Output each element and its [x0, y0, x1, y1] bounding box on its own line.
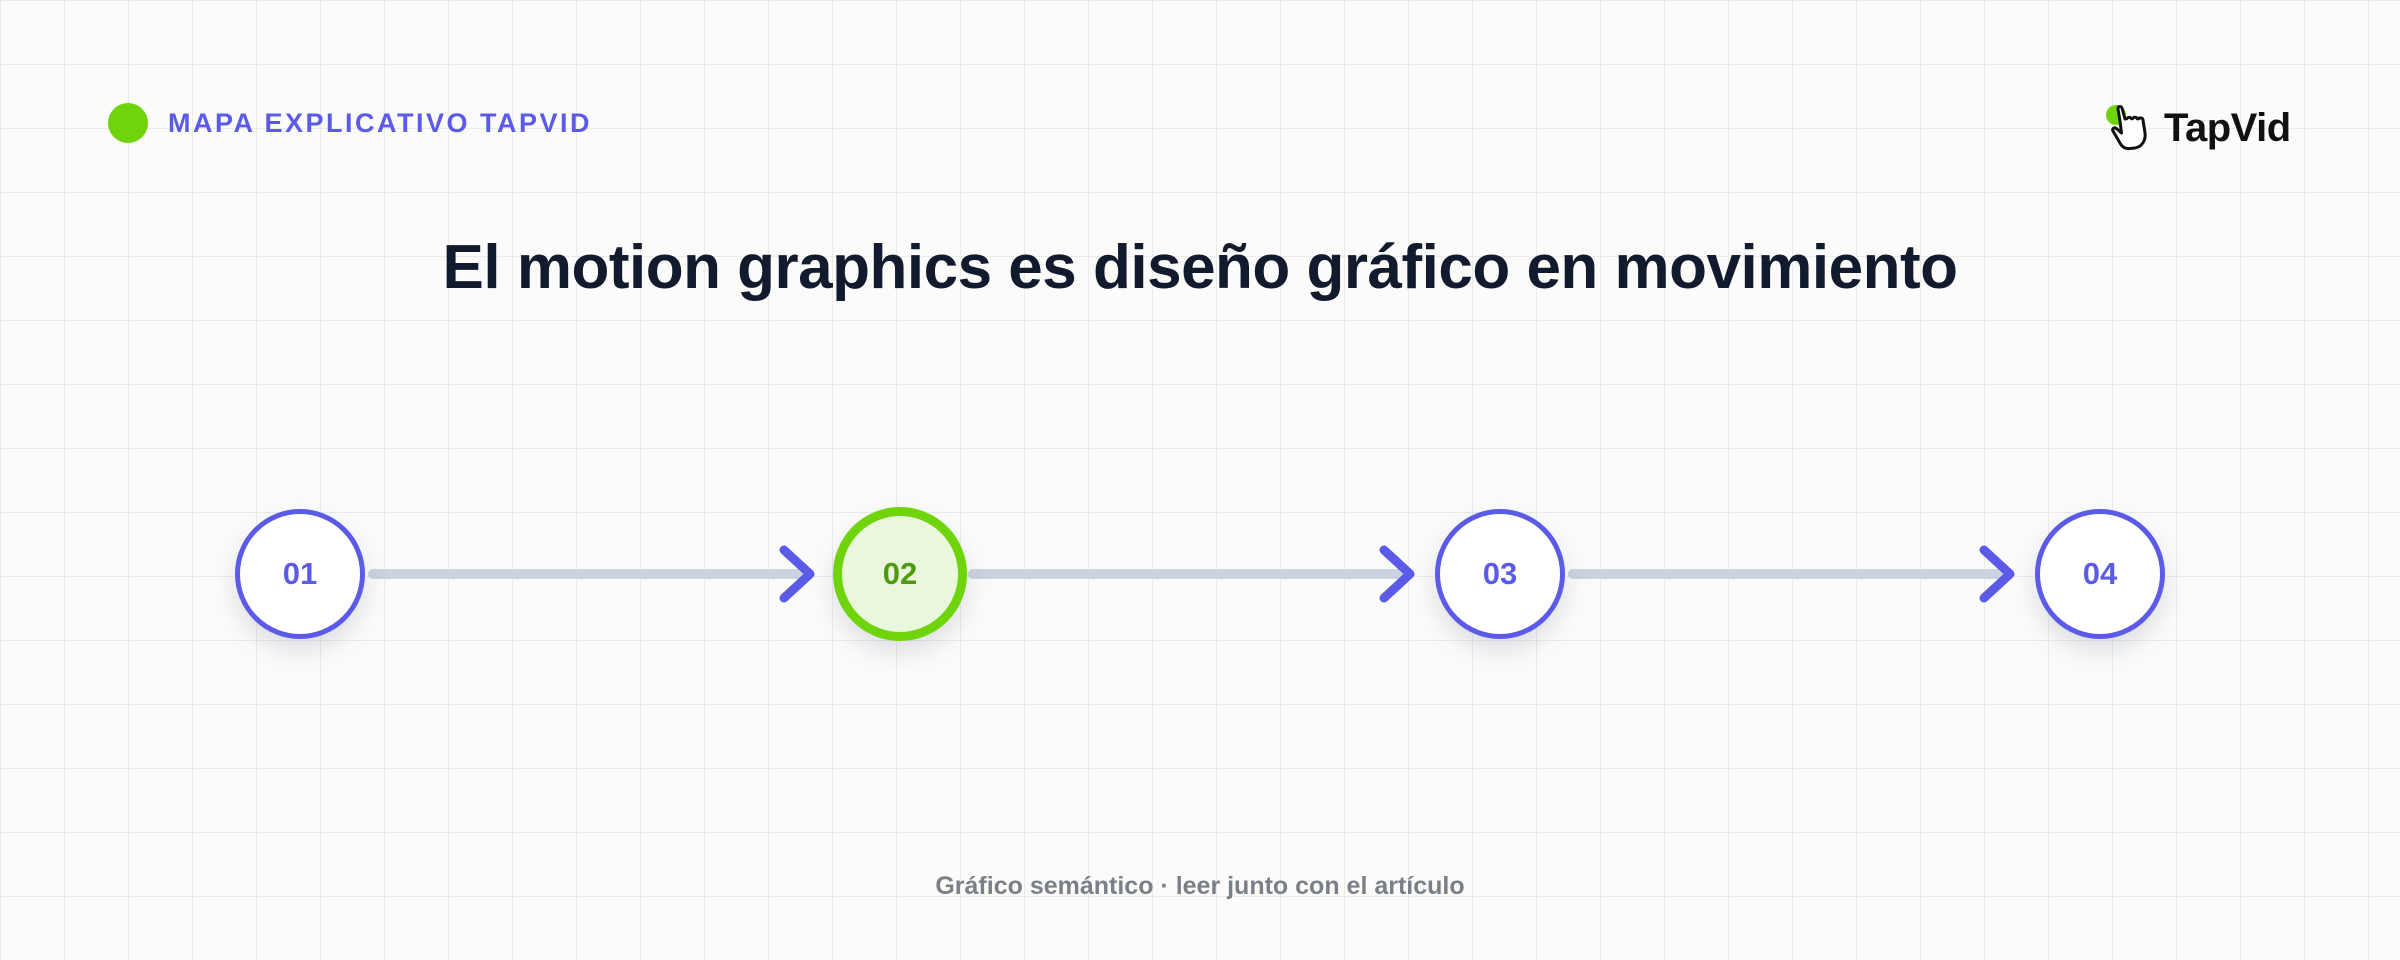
step-04: 04 — [2035, 509, 2165, 639]
step-label: 01 — [282, 556, 318, 591]
connector-1-2 — [368, 545, 815, 603]
connector-2-3 — [968, 545, 1415, 603]
brand-logo: TapVid — [2104, 100, 2291, 156]
brand-wordmark: TapVid — [2164, 105, 2291, 150]
step-label: 04 — [2082, 556, 2118, 591]
step-label: 02 — [882, 556, 918, 591]
arrow-right-icon — [779, 545, 815, 603]
arrow-right-icon — [1979, 545, 2015, 603]
arrow-right-icon — [1379, 545, 1415, 603]
step-02: 02 — [833, 507, 967, 641]
header-label: MAPA EXPLICATIVO TAPVID — [168, 107, 593, 138]
hand-pointer-icon — [2106, 105, 2147, 151]
step-01: 01 — [235, 509, 365, 639]
page-title: El motion graphics es diseño gráfico en … — [442, 233, 1958, 302]
connector-3-4 — [1568, 545, 2015, 603]
header: MAPA EXPLICATIVO TAPVID — [108, 103, 592, 143]
step-label: 03 — [1482, 556, 1518, 591]
header-dot-icon — [108, 103, 148, 143]
footer-note: Gráfico semántico · leer junto con el ar… — [935, 872, 1465, 900]
step-03: 03 — [1435, 509, 1565, 639]
